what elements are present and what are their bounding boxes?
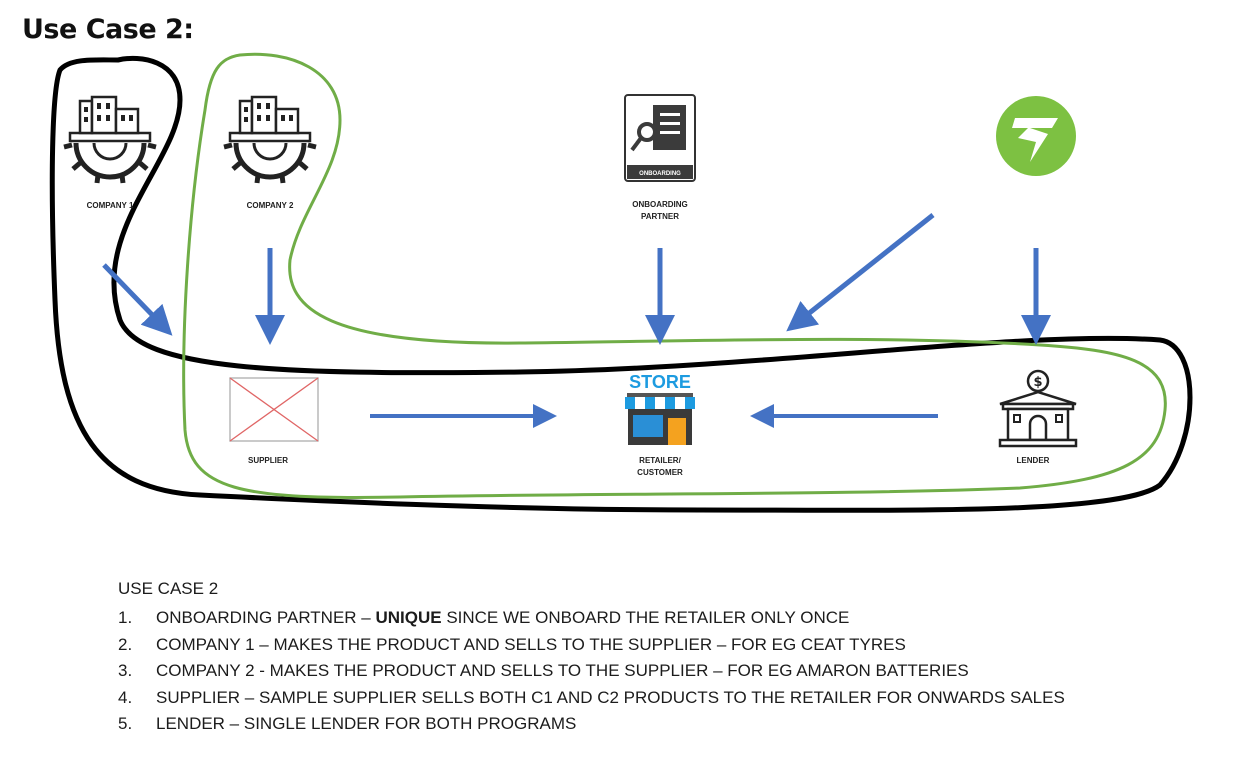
arrow-company1-to-supplier bbox=[102, 263, 173, 336]
bank-icon: $ bbox=[998, 369, 1078, 448]
list-item: 3.COMPANY 2 - MAKES THE PRODUCT AND SELL… bbox=[118, 661, 969, 681]
onboarding-partner-label: ONBOARDING PARTNER bbox=[632, 200, 688, 221]
page-title: Use Case 2: bbox=[22, 14, 194, 45]
company-2-label: COMPANY 2 bbox=[246, 201, 294, 210]
list-item: 2.COMPANY 1 – MAKES THE PRODUCT AND SELL… bbox=[118, 634, 906, 654]
arrow-logo-to-store bbox=[786, 213, 935, 332]
platform-logo-icon bbox=[996, 96, 1076, 176]
onboarding-icon: ONBOARDING bbox=[624, 94, 696, 182]
store-sign: STORE bbox=[629, 372, 691, 392]
lender-symbol: $ bbox=[1033, 375, 1042, 390]
lender-label: LENDER bbox=[1016, 456, 1050, 465]
use-case-diagram: ONBOARDING STORE bbox=[49, 52, 1193, 513]
onboarding-badge: ONBOARDING bbox=[639, 171, 681, 177]
use-case-notes: USE CASE 2 1.ONBOARDING PARTNER – UNIQUE… bbox=[118, 579, 1065, 738]
company-1-icon bbox=[64, 97, 156, 183]
black-loop bbox=[49, 55, 1193, 513]
list-item: 5.LENDER – SINGLE LENDER FOR BOTH PROGRA… bbox=[118, 714, 577, 734]
store-icon: STORE bbox=[625, 372, 695, 445]
company-2-icon bbox=[224, 97, 316, 183]
notes-title: USE CASE 2 bbox=[118, 579, 219, 598]
supplier-label: SUPPLIER bbox=[247, 456, 288, 465]
list-item: 1.ONBOARDING PARTNER – UNIQUE SINCE WE O… bbox=[118, 608, 850, 628]
supplier-image-placeholder bbox=[229, 377, 319, 442]
notes-list: 1.ONBOARDING PARTNER – UNIQUE SINCE WE O… bbox=[118, 605, 1065, 738]
green-loop bbox=[182, 52, 1167, 499]
retailer-customer-label: RETAILER/ CUSTOMER bbox=[637, 456, 683, 477]
company-1-label: COMPANY 1 bbox=[86, 201, 134, 210]
list-item: 4.SUPPLIER – SAMPLE SUPPLIER SELLS BOTH … bbox=[118, 687, 1065, 707]
